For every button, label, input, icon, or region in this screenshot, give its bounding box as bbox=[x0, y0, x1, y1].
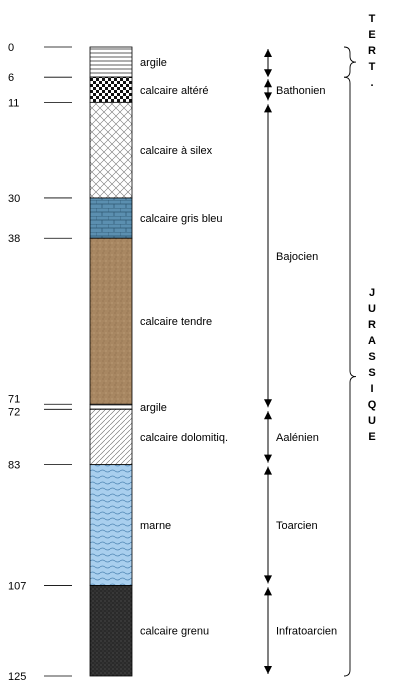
depth-label-3: 30 bbox=[8, 193, 20, 205]
depth-label-0: 0 bbox=[8, 42, 14, 54]
lithology-label-0: argile bbox=[140, 57, 167, 69]
stage-arrow-up-0 bbox=[264, 49, 272, 57]
system-letter-0-3: T bbox=[369, 61, 376, 73]
stage-arrow-down-3 bbox=[264, 454, 272, 463]
lithology-labels: argile calcaire altéré calcaire à silex cal… bbox=[140, 57, 228, 638]
layer-3 bbox=[89, 197, 133, 239]
system-brace-1 bbox=[343, 76, 357, 677]
stage-arrow-up-4 bbox=[264, 466, 272, 475]
lithology-label-5: argile bbox=[140, 402, 167, 414]
depth-label-8: 107 bbox=[8, 580, 26, 592]
depth-label-9: 125 bbox=[8, 671, 26, 680]
system-letter-1-7: Q bbox=[368, 399, 377, 411]
system-letter-0-0: T bbox=[369, 13, 376, 25]
lithology-column bbox=[89, 46, 133, 677]
lithology-label-4: calcaire tendre bbox=[140, 316, 212, 328]
lithology-label-3: calcaire gris bleu bbox=[140, 213, 223, 225]
lithology-label-8: calcaire grenu bbox=[140, 626, 209, 638]
system-letter-1-5: S bbox=[368, 367, 375, 379]
stage-arrow-up-5 bbox=[264, 587, 272, 596]
layer-2 bbox=[89, 101, 133, 199]
depth-label-2: 11 bbox=[8, 97, 19, 109]
stage-arrow-up-3 bbox=[264, 411, 272, 420]
depth-label-1: 6 bbox=[8, 72, 14, 84]
system-letter-0-1: E bbox=[368, 29, 375, 41]
stage-arrow-down-5 bbox=[264, 666, 272, 674]
stage-column: BathonienBajocienAalénienToarcienInfrato… bbox=[264, 49, 337, 674]
depth-label-7: 83 bbox=[8, 460, 20, 472]
system-letter-0-4: . bbox=[370, 77, 373, 89]
stage-arrow-down-1 bbox=[264, 92, 272, 101]
stage-label-2: Bajocien bbox=[276, 251, 318, 263]
depth-label-4: 38 bbox=[8, 233, 20, 245]
stage-label-4: Toarcien bbox=[276, 520, 318, 532]
system-letter-1-0: J bbox=[369, 287, 375, 299]
system-letter-1-9: E bbox=[368, 431, 375, 443]
system-brace-0 bbox=[343, 46, 357, 78]
system-letter-1-8: U bbox=[368, 415, 376, 427]
layer-8 bbox=[89, 585, 133, 677]
stage-arrow-down-4 bbox=[264, 575, 272, 584]
system-letter-1-2: R bbox=[368, 319, 376, 331]
system-letter-1-1: U bbox=[368, 303, 376, 315]
stage-arrow-down-0 bbox=[264, 69, 272, 78]
stage-arrow-up-1 bbox=[264, 79, 272, 88]
layer-1 bbox=[89, 76, 133, 103]
system-letter-0-2: R bbox=[368, 45, 376, 57]
layer-6 bbox=[89, 408, 133, 466]
stage-label-1: Bathonien bbox=[276, 85, 326, 97]
lithology-label-2: calcaire à silex bbox=[140, 145, 213, 157]
layer-5 bbox=[89, 403, 133, 410]
lithology-label-6: calcaire dolomitiq. bbox=[140, 432, 228, 444]
lithology-label-1: calcaire altéré bbox=[140, 85, 208, 97]
system-letter-1-4: S bbox=[368, 351, 375, 363]
stage-label-3: Aalénien bbox=[276, 432, 319, 444]
depth-label-6: 72 bbox=[8, 406, 20, 418]
system-letter-1-3: A bbox=[368, 335, 376, 347]
stage-arrow-up-2 bbox=[264, 104, 272, 113]
layer-7 bbox=[89, 464, 133, 586]
layer-4 bbox=[89, 237, 133, 405]
layer-0 bbox=[89, 46, 133, 78]
system-letter-1-6: I bbox=[370, 383, 373, 395]
stage-arrow-down-2 bbox=[264, 399, 272, 408]
stage-label-5: Infratoarcien bbox=[276, 626, 337, 638]
lithology-label-7: marne bbox=[140, 520, 171, 532]
depth-label-5: 71 bbox=[8, 393, 20, 405]
